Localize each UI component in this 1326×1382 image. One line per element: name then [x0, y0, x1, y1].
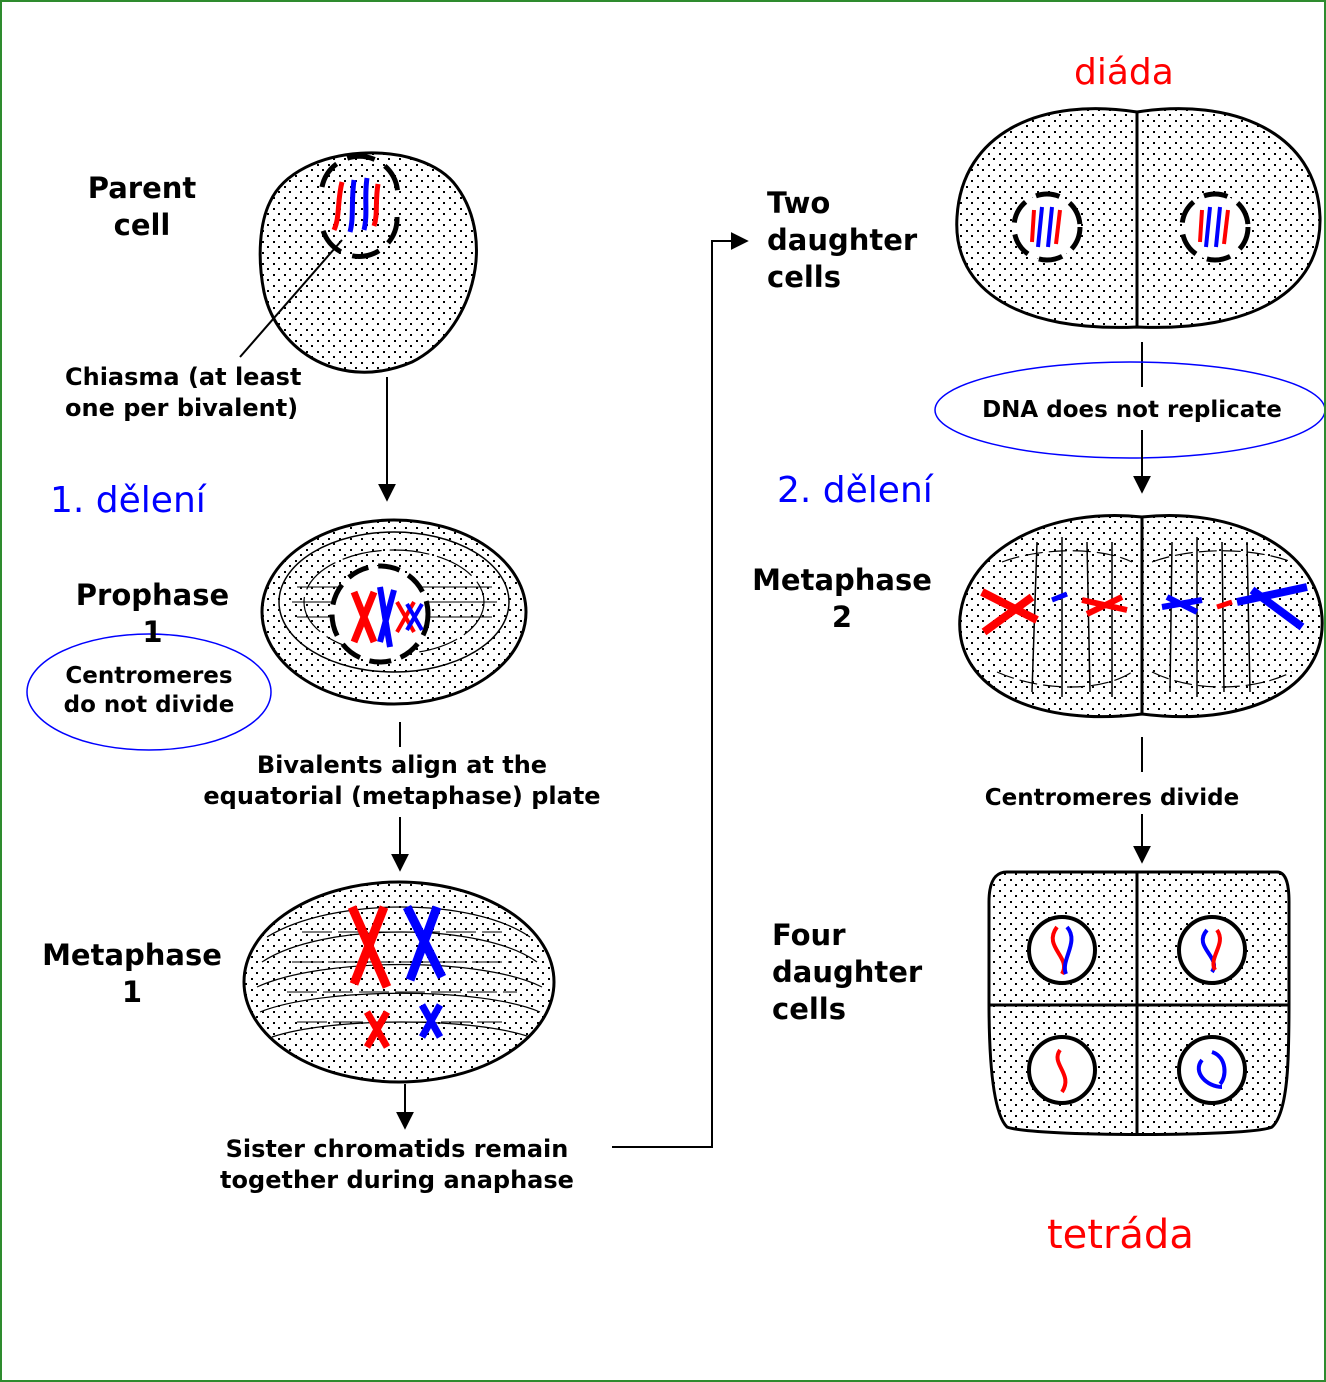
dyad-left-nucleus [1011, 191, 1083, 263]
chiasma-pointer [239, 239, 343, 358]
note-dyad: diáda [1074, 52, 1174, 93]
label-parent-cell: Parent cell [87, 171, 197, 242]
connector-to-second-division [612, 232, 749, 1148]
label-chiasma: Chiasma (at least one per bivalent) [65, 363, 302, 422]
metaphase2-chromosomes [980, 583, 1308, 636]
label-two-daughter-cells: Two daughter cells [767, 186, 918, 294]
label-centromeres-do-not-divide: Centromeres do not divide [63, 663, 235, 718]
note-tetrad: tetráda [1047, 1212, 1194, 1258]
label-sister-chromatids: Sister chromatids remain together during… [220, 1135, 574, 1194]
tetrad-nucleus-4 [1177, 1035, 1247, 1105]
prophase1-chromosomes [350, 586, 424, 648]
parent-cell [258, 151, 478, 374]
label-metaphase2: Metaphase 2 [752, 563, 932, 634]
prophase1-cell [260, 518, 528, 706]
note-second-division: 2. dělení [777, 470, 933, 511]
label-dna-does-not-replicate: DNA does not replicate [982, 397, 1282, 423]
label-four-daughter-cells: Four daughter cells [772, 918, 923, 1026]
label-bivalents-align: Bivalents align at the equatorial (metap… [203, 751, 601, 810]
label-prophase1: Prophase 1 [75, 578, 230, 649]
note-first-division: 1. dělení [50, 480, 206, 521]
two-daughter-cells [955, 107, 1322, 329]
tetrad-nucleus-3 [1027, 1035, 1097, 1105]
label-centromeres-divide: Centromeres divide [984, 785, 1240, 811]
label-metaphase1: Metaphase 1 [42, 938, 222, 1009]
metaphase1-cell [242, 880, 556, 1084]
four-daughter-cells [987, 870, 1291, 1136]
tetrad-nucleus-2 [1177, 915, 1247, 985]
dyad-right-nucleus [1179, 191, 1251, 263]
tetrad-nucleus-1 [1027, 915, 1097, 985]
parent-nucleus [319, 153, 401, 259]
metaphase1-chromosomes [347, 904, 447, 1049]
metaphase2-cells [958, 514, 1324, 719]
centromeres-note-oval [26, 633, 272, 751]
dna-note-oval [934, 361, 1324, 459]
